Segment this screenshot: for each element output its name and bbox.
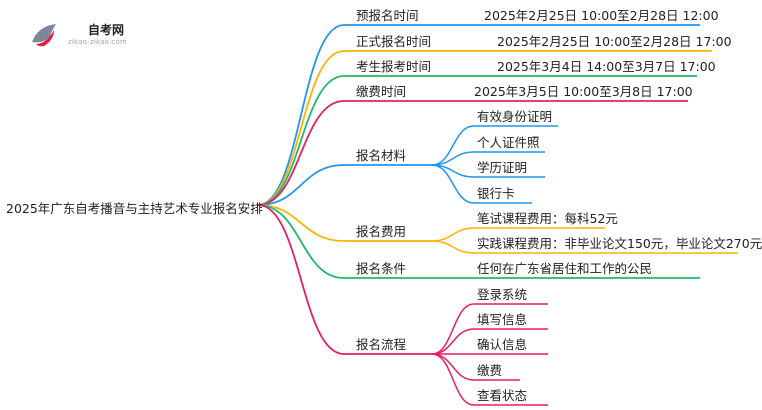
leaf-check-status: 查看状态 <box>477 388 528 403</box>
branch-connector <box>257 100 345 206</box>
branch-registration-fees: 报名费用 <box>356 224 407 239</box>
logo-mark-icon <box>32 24 56 47</box>
leaf-connector <box>431 303 475 355</box>
leaf-confirm-info: 确认信息 <box>477 337 528 352</box>
branch-pre-registration-time: 预报名时间 <box>356 8 419 23</box>
leaf-connector <box>431 240 475 254</box>
leaf-fill-info: 填写信息 <box>477 312 528 327</box>
branch-formal-registration-time: 正式报名时间 <box>356 34 432 49</box>
leaf-connector <box>431 353 475 381</box>
leaf-exam-application-dates: 2025年3月4日 14:00至3月7日 17:00 <box>497 59 716 74</box>
leaf-login-system: 登录系统 <box>477 287 528 302</box>
branch-connector <box>257 204 345 355</box>
leaf-id-proof: 有效身份证明 <box>477 109 553 124</box>
leaf-pay: 缴费 <box>477 363 503 378</box>
leaf-id-photo: 个人证件照 <box>477 135 540 150</box>
branch-connector <box>257 204 345 279</box>
leaf-formal-registration-dates: 2025年2月25日 10:00至2月28日 17:00 <box>497 34 732 49</box>
leaf-connector <box>431 125 475 166</box>
leaf-connector <box>431 328 475 355</box>
leaf-education-proof: 学历证明 <box>477 160 528 175</box>
leaf-connector <box>431 164 475 204</box>
leaf-eligibility: 任何在广东省居住和工作的公民 <box>477 261 653 276</box>
root-node: 2025年广东自考播音与主持艺术专业报名安排 <box>6 201 263 216</box>
branch-registration-conditions: 报名条件 <box>356 261 407 276</box>
branch-connector <box>257 50 345 206</box>
leaf-connector <box>431 227 475 242</box>
branch-connector <box>257 75 345 206</box>
leaf-pre-registration-dates: 2025年2月25日 10:00至2月28日 12:00 <box>484 8 719 23</box>
branch-payment-time: 缴费时间 <box>356 84 407 99</box>
branch-connector <box>257 204 345 242</box>
branch-exam-application-time: 考生报考时间 <box>356 59 432 74</box>
leaf-bank-card: 银行卡 <box>477 186 515 201</box>
leaf-connector <box>431 353 475 406</box>
site-logo[interactable]: 自考网 zikao-zikao.com <box>30 18 140 52</box>
branch-registration-process: 报名流程 <box>356 337 407 352</box>
branch-connector <box>257 164 345 206</box>
leaf-written-course-fee: 笔试课程费用：每科52元 <box>477 211 618 226</box>
branch-registration-materials: 报名材料 <box>356 148 407 163</box>
logo-url: zikao-zikao.com <box>68 38 127 46</box>
logo-name: 自考网 <box>88 23 125 37</box>
branch-connector <box>257 24 345 206</box>
leaf-payment-dates: 2025年3月5日 10:00至3月8日 17:00 <box>474 84 693 99</box>
leaf-practical-course-fee: 实践课程费用：非毕业论文150元，毕业论文270元 <box>477 236 762 251</box>
